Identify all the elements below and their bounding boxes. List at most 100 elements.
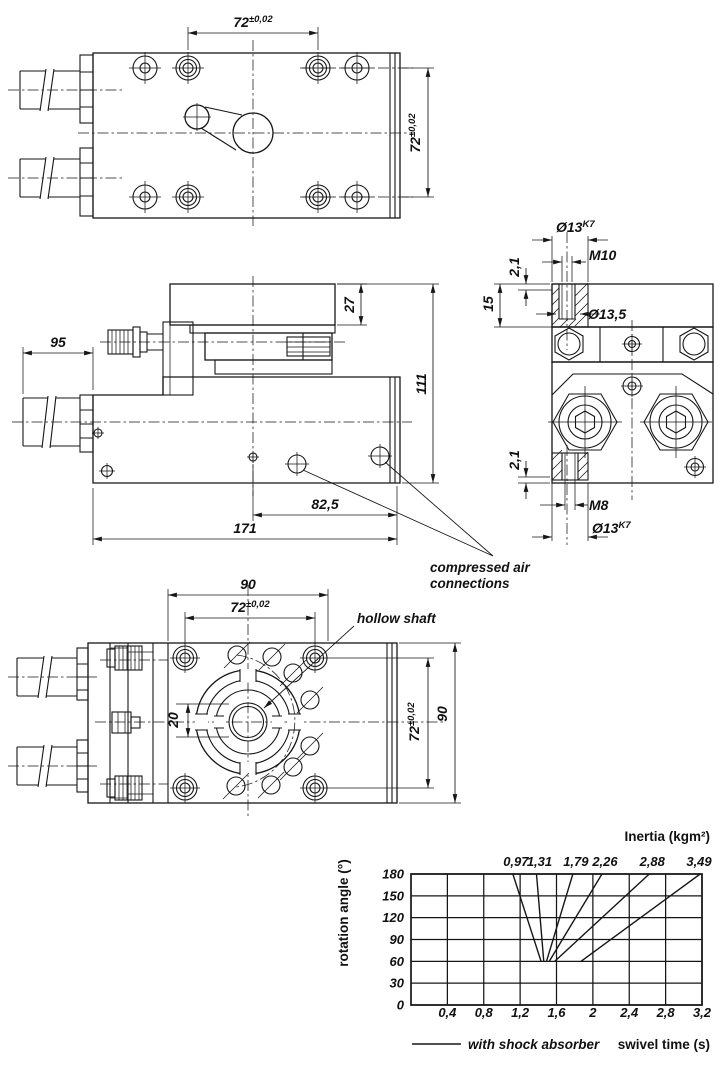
svg-text:72±0,02: 72±0,02 xyxy=(406,702,422,742)
hex-bolt-right xyxy=(640,386,712,458)
dim-total-length: 171 xyxy=(92,488,397,545)
chart-grid xyxy=(411,873,703,1006)
dim-fit-bottom: Ø13K7 xyxy=(532,520,631,540)
chart-title: Inertia (kgm²) xyxy=(624,829,710,844)
knurled-screw-top xyxy=(106,645,143,671)
chart-y-tick: 0 xyxy=(397,998,405,1013)
svg-text:95: 95 xyxy=(50,334,66,350)
dim-tolerance: ±0,02 xyxy=(249,14,273,25)
adjuster-knob xyxy=(107,321,194,396)
knurled-screw-bottom xyxy=(106,775,143,801)
chart-x-tick: 3,2 xyxy=(693,1005,712,1020)
center-screw xyxy=(111,711,141,734)
chart-y-tick: 120 xyxy=(382,910,404,925)
svg-text:27: 27 xyxy=(341,296,357,314)
svg-text:82,5: 82,5 xyxy=(311,496,338,512)
chart-series-line xyxy=(512,873,542,962)
chart-series-label: 2,26 xyxy=(591,854,618,869)
mounting-holes-top xyxy=(129,52,373,213)
svg-text:111: 111 xyxy=(413,373,429,394)
air-connections-note-line2: connections xyxy=(430,576,510,591)
chart-x-tick: 2,4 xyxy=(619,1005,639,1020)
legend-label: with shock absorber xyxy=(468,1037,600,1052)
dim-bore: 20 xyxy=(165,703,229,738)
svg-text:171: 171 xyxy=(233,520,257,536)
chart-series-line xyxy=(545,873,574,962)
shock-absorber-top-2 xyxy=(19,147,94,217)
hex-bolt-left xyxy=(548,386,622,458)
chart-y-tick: 90 xyxy=(390,932,405,947)
chart-series-label: 1,79 xyxy=(563,854,589,869)
air-port-1 xyxy=(285,452,309,476)
dim-top-height: 72±0,02 xyxy=(402,67,434,198)
chart-plot-border xyxy=(410,873,703,1006)
svg-text:Ø13,5: Ø13,5 xyxy=(588,306,626,322)
chart-y-tick: 180 xyxy=(382,867,404,882)
air-connections-note-line1: compressed air xyxy=(430,560,531,575)
chart-series-line xyxy=(548,873,603,962)
dim-counterbore: Ø13,5 xyxy=(536,306,626,322)
dim-tolerance: ±0,02 xyxy=(407,113,418,137)
dim-back-length: 95 xyxy=(22,334,94,394)
svg-text:M10: M10 xyxy=(589,247,616,263)
side-view: compressed air connections 95 27 111 82,… xyxy=(12,276,531,591)
svg-text:15: 15 xyxy=(480,296,496,312)
chart-y-axis-label: rotation angle (°) xyxy=(336,859,351,966)
chart-x-tick: 0,8 xyxy=(475,1005,494,1020)
chart-x-tick: 2,8 xyxy=(656,1005,676,1020)
rotary-flange xyxy=(195,669,301,775)
svg-text:hollow shaft: hollow shaft xyxy=(357,611,436,626)
dim-port-offset: 82,5 xyxy=(252,464,398,545)
dim-fit-top: Ø13K7 xyxy=(532,219,608,243)
dim-thread-top: M10 xyxy=(542,247,616,265)
dim-flange-width: 90 xyxy=(167,576,329,641)
chart-x-axis-label: swivel time (s) xyxy=(618,1037,710,1052)
chart-y-tick: 30 xyxy=(390,976,405,991)
svg-text:72±0,02: 72±0,02 xyxy=(407,113,423,153)
dim-plate-height: 27 xyxy=(337,283,367,326)
shock-absorber-flange-2 xyxy=(8,739,100,793)
dim-thread-bottom: M8 xyxy=(540,497,609,513)
dim-depth-top: 2,1 xyxy=(506,257,552,306)
svg-text:2,1: 2,1 xyxy=(506,450,522,471)
chart-y-tick: 60 xyxy=(390,954,405,969)
dim-flange-holes: 72±0,02 xyxy=(184,599,316,644)
chart-series-line xyxy=(535,873,545,962)
dim-flange-height: 90 xyxy=(399,642,461,804)
svg-text:20: 20 xyxy=(165,712,181,729)
end-view: Ø13K7 M10 2,1 15 Ø13,5 xyxy=(480,219,714,545)
dim-total-height: 111 xyxy=(337,283,439,484)
dim-value: 72 xyxy=(407,137,423,153)
chart-series-line xyxy=(580,873,701,962)
air-port-2 xyxy=(368,444,392,468)
svg-text:Ø13K7: Ø13K7 xyxy=(556,219,595,235)
chart-x-tick: 1,6 xyxy=(547,1005,566,1020)
chart-x-tick: 2 xyxy=(588,1005,597,1020)
chart-series-label: 2,88 xyxy=(639,854,666,869)
svg-text:72±0,02: 72±0,02 xyxy=(233,14,273,30)
dim-depth-bottom: 2,1 xyxy=(506,450,550,499)
svg-text:Ø13K7: Ø13K7 xyxy=(592,520,631,536)
chart-x-tick: 1,2 xyxy=(511,1005,530,1020)
flange-view: 90 72±0,02 hollow shaft 20 72±0,02 xyxy=(8,576,461,818)
svg-text:2,1: 2,1 xyxy=(506,257,522,278)
chart-series-line xyxy=(554,873,650,962)
chart-series-label: 3,49 xyxy=(686,854,712,869)
dim-flange-holes-vertical: 72±0,02 xyxy=(330,657,434,789)
svg-text:M8: M8 xyxy=(589,497,609,513)
svg-text:72±0,02: 72±0,02 xyxy=(230,599,270,615)
chart-y-tick-labels: 0 30 60 90 120 150 180 xyxy=(382,867,404,1013)
hollow-shaft-note: hollow shaft xyxy=(263,611,436,709)
chart-series-label: 0,97 xyxy=(503,854,529,869)
chart-series xyxy=(512,873,701,962)
chart-y-tick: 150 xyxy=(382,888,404,903)
shock-absorber-top-1 xyxy=(19,54,94,124)
svg-text:90: 90 xyxy=(434,706,450,722)
dim-plate-thickness: 15 xyxy=(480,283,552,328)
chart-series-label: 1,31 xyxy=(527,854,552,869)
shock-absorber-side xyxy=(22,394,94,453)
